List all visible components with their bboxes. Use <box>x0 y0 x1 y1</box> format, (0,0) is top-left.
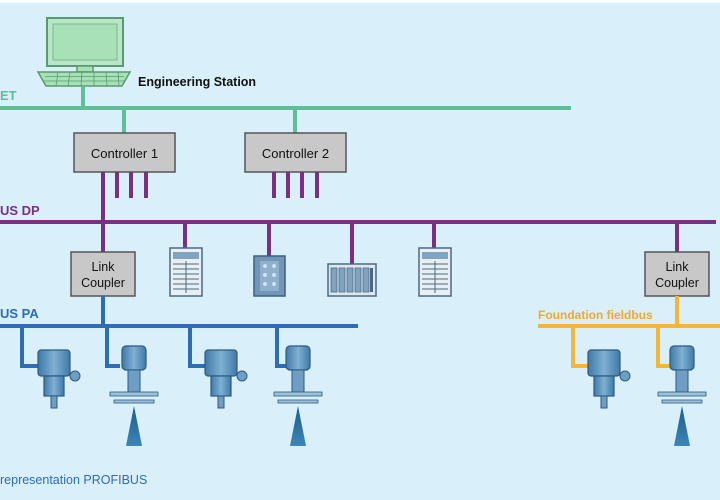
profibus-pa-drops <box>20 326 288 368</box>
link-coupler-1-box: Link Coupler <box>70 251 136 297</box>
foundation-fieldbus-label: Foundation fieldbus <box>538 308 653 322</box>
compact-io-device <box>253 255 286 297</box>
foundation-fieldbus-drops <box>571 326 670 368</box>
controller-2-io-stubs <box>272 172 319 198</box>
link-coupler-2-line2: Coupler <box>655 276 699 290</box>
controller-1-box: Controller 1 <box>73 132 176 173</box>
remote-io-device-1 <box>169 247 203 297</box>
pressure-transmitter-1 <box>37 349 81 409</box>
pressure-transmitter-3 <box>587 349 631 409</box>
link-coupler-2-box: Link Coupler <box>644 251 710 297</box>
modular-io-device <box>327 263 377 297</box>
profibus-dp-drops <box>101 222 679 264</box>
link-coupler-1-line2: Coupler <box>81 276 125 290</box>
controller-2-label: Controller 2 <box>262 146 329 161</box>
radar-level-transmitter-3 <box>657 345 707 446</box>
profibus-pa-label: US PA <box>0 306 39 321</box>
pressure-transmitter-2 <box>204 349 248 409</box>
engineering-station-label: Engineering Station <box>138 75 256 89</box>
diagram-caption: representation PROFIBUS <box>0 473 147 487</box>
link-coupler-2-line1: Link <box>666 260 690 274</box>
engineering-station-icon <box>36 17 132 87</box>
remote-io-device-2 <box>418 247 452 297</box>
profibus-dp-label: US DP <box>0 203 40 218</box>
radar-level-transmitter-2 <box>273 345 323 446</box>
link-coupler-1-line1: Link <box>92 260 116 274</box>
radar-level-transmitter-1 <box>109 345 159 446</box>
ethernet-label: ET <box>0 88 17 103</box>
controller-2-box: Controller 2 <box>244 132 347 173</box>
controller-1-label: Controller 1 <box>91 146 158 161</box>
controller-1-io-stubs <box>101 172 148 222</box>
